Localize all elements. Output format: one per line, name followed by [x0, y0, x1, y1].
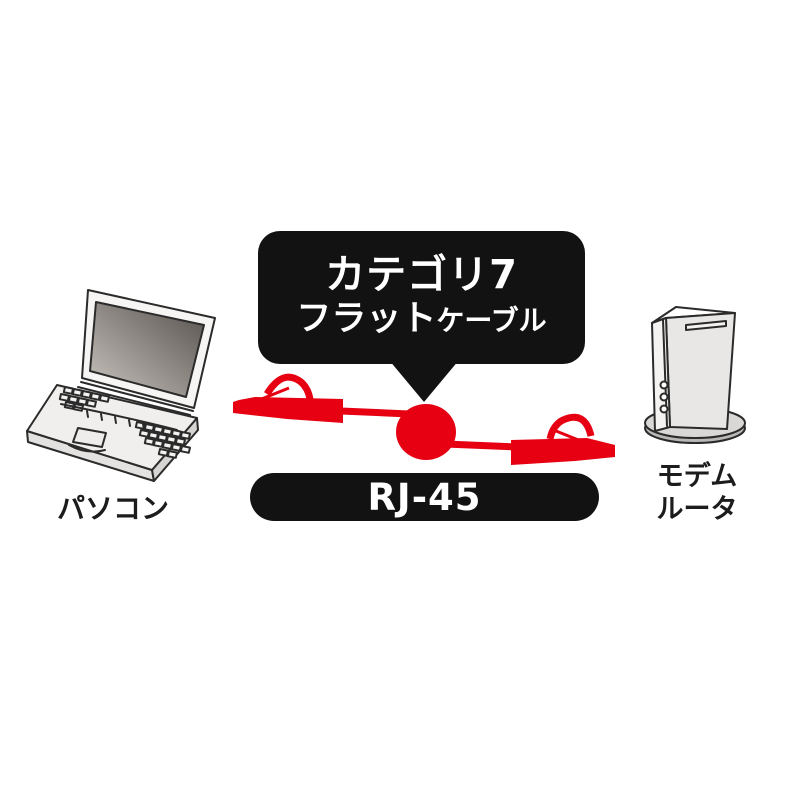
laptop-illustration: [26, 289, 216, 482]
rj45-latch-left: [264, 373, 314, 400]
modem-led-3: [659, 404, 669, 414]
modem-router-illustration: [644, 306, 746, 444]
rj45-label-pill: RJ-45: [250, 473, 599, 521]
retractable-cable-illustration: [233, 373, 615, 465]
callout-tail-pointer: [389, 360, 459, 402]
modem-router-label-line2: ルータ: [656, 494, 738, 525]
rj45-label-text: RJ-45: [367, 475, 482, 519]
cable-reel: [396, 404, 456, 460]
rj45-latch-lever-right: [550, 427, 592, 447]
laptop-trackpad: [72, 427, 107, 448]
modem-led-1: [659, 380, 669, 390]
callout-line2-sub: ケーブル: [436, 303, 547, 337]
laptop-label: パソコン: [56, 492, 169, 525]
modem-vent-slot: [685, 320, 727, 331]
callout-line2: フラットケーブル: [296, 299, 546, 345]
cable-left-segment: [340, 407, 410, 418]
laptop-keyboard: [58, 386, 191, 459]
modem-led-2: [659, 392, 669, 402]
rj45-plug-left: [233, 397, 343, 423]
callout-line1: カテゴリ7: [325, 251, 518, 298]
rj45-plug-right: [511, 438, 615, 465]
callout-line2-main: フラット: [296, 298, 437, 339]
modem-front-face: [665, 312, 736, 430]
laptop-hinge-line2: [77, 386, 191, 416]
rj45-latch-lever-left: [248, 386, 290, 406]
modem-router-label-line1: モデム: [656, 461, 738, 492]
laptop-screen: [89, 301, 205, 398]
modem-router-label: モデム ルータ: [627, 460, 767, 526]
laptop-hinge-line: [80, 381, 194, 412]
category7-callout: カテゴリ7 フラットケーブル: [258, 231, 585, 364]
laptop-trackpad-shadow: [68, 444, 106, 453]
cable-right-segment: [444, 440, 518, 451]
rj45-latch-right: [546, 413, 595, 440]
